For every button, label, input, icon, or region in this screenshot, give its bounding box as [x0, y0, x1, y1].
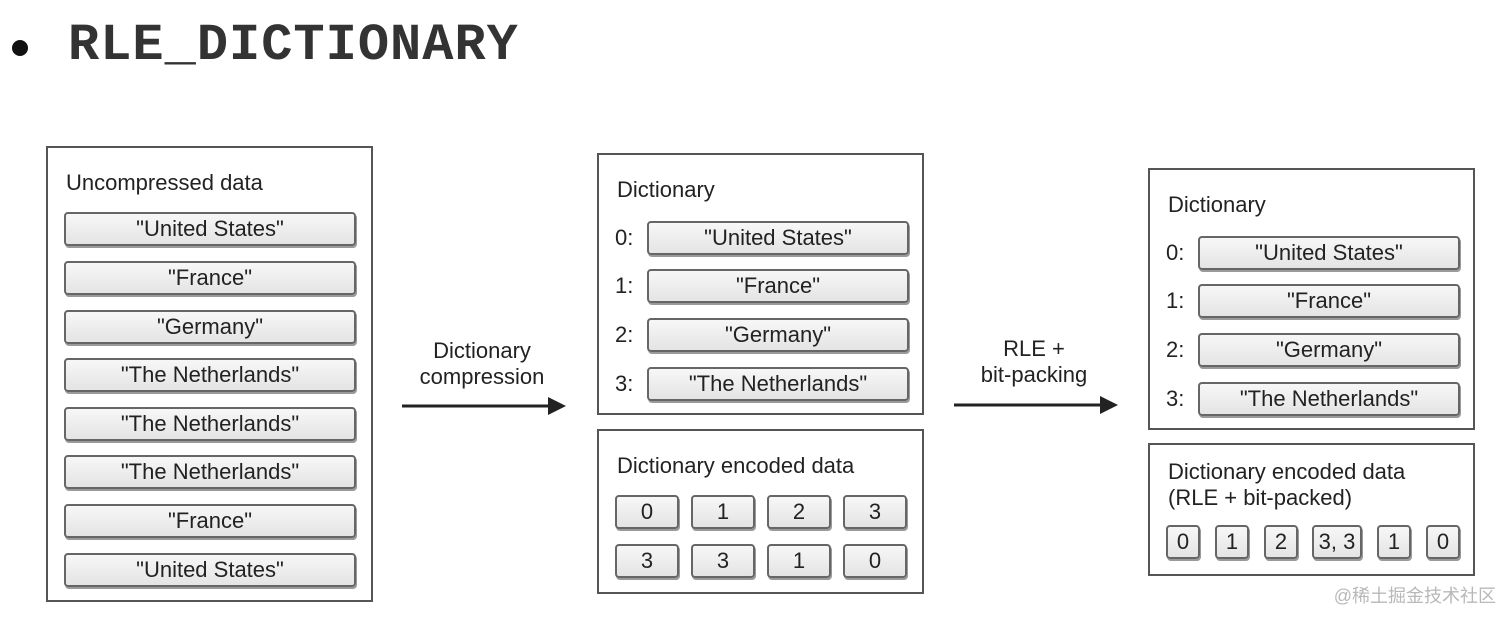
dictionary-title: Dictionary	[1168, 192, 1266, 217]
encoded-value: 3	[843, 495, 907, 529]
dictionary-value: "Germany"	[647, 318, 909, 352]
dictionary-value: "France"	[1198, 284, 1460, 318]
encoded-value: 1	[1215, 525, 1249, 559]
encoded-value: 2	[767, 495, 831, 529]
uncompressed-panel: Uncompressed data "United States" "Franc…	[46, 146, 373, 602]
encoded-data-title-line1: Dictionary encoded data	[1168, 459, 1406, 484]
uncompressed-item: "Germany"	[64, 310, 356, 344]
dictionary-index: 0:	[1166, 240, 1185, 265]
dictionary-value: "United States"	[1198, 236, 1460, 270]
uncompressed-item: "The Netherlands"	[64, 358, 356, 392]
page-title: RLE_DICTIONARY	[68, 16, 519, 75]
encoded-data-title-line2: (RLE + bit-packed)	[1168, 485, 1353, 510]
uncompressed-item: "France"	[64, 261, 356, 295]
title-bullet	[12, 40, 28, 56]
arrow-right-icon	[402, 397, 566, 415]
uncompressed-title: Uncompressed data	[66, 170, 263, 195]
encoded-value: 0	[843, 544, 907, 578]
arrow2-label-line2: bit-packing	[980, 362, 1088, 387]
dictionary-value: "United States"	[647, 221, 909, 255]
encoded-value: 0	[1166, 525, 1200, 559]
encoded-value: 3, 3	[1312, 525, 1362, 559]
arrow-right-icon	[954, 396, 1118, 414]
dictionary-panel: Dictionary 0: "United States" 1: "France…	[597, 153, 924, 415]
dictionary-value: "The Netherlands"	[647, 367, 909, 401]
encoded-data-panel: Dictionary encoded data 0 1 2 3 3 3 1 0	[597, 429, 924, 594]
encoded-value: 1	[691, 495, 755, 529]
dictionary-value: "Germany"	[1198, 333, 1460, 367]
arrow1-label-line1: Dictionary	[433, 338, 531, 363]
dictionary-index: 3:	[615, 371, 634, 396]
uncompressed-item: "United States"	[64, 553, 356, 587]
arrow2-label: RLE + bit-packing	[954, 336, 1114, 388]
dictionary-index: 2:	[1166, 337, 1185, 362]
dictionary-panel-2: Dictionary 0: "United States" 1: "France…	[1148, 168, 1475, 430]
arrow1-label-line2: compression	[419, 364, 545, 389]
encoded-data-panel-2: Dictionary encoded data (RLE + bit-packe…	[1148, 443, 1475, 576]
dictionary-index: 2:	[615, 322, 634, 347]
encoded-value: 1	[1377, 525, 1411, 559]
dictionary-title: Dictionary	[617, 177, 715, 202]
uncompressed-item: "United States"	[64, 212, 356, 246]
uncompressed-item: "France"	[64, 504, 356, 538]
encoded-value: 3	[691, 544, 755, 578]
encoded-value: 0	[1426, 525, 1460, 559]
encoded-data-title: Dictionary encoded data	[617, 453, 855, 478]
dictionary-index: 0:	[615, 225, 634, 250]
arrow1-label: Dictionary compression	[402, 338, 562, 390]
encoded-value: 1	[767, 544, 831, 578]
watermark: @稀土掘金技术社区	[1333, 586, 1496, 606]
dictionary-value: "France"	[647, 269, 909, 303]
dictionary-index: 1:	[1166, 288, 1185, 313]
encoded-value: 0	[615, 495, 679, 529]
arrow2-label-line1: RLE +	[1003, 336, 1065, 361]
uncompressed-item: "The Netherlands"	[64, 455, 356, 489]
uncompressed-item: "The Netherlands"	[64, 407, 356, 441]
dictionary-index: 1:	[615, 273, 634, 298]
encoded-value: 3	[615, 544, 679, 578]
encoded-value: 2	[1264, 525, 1298, 559]
dictionary-index: 3:	[1166, 386, 1185, 411]
dictionary-value: "The Netherlands"	[1198, 382, 1460, 416]
